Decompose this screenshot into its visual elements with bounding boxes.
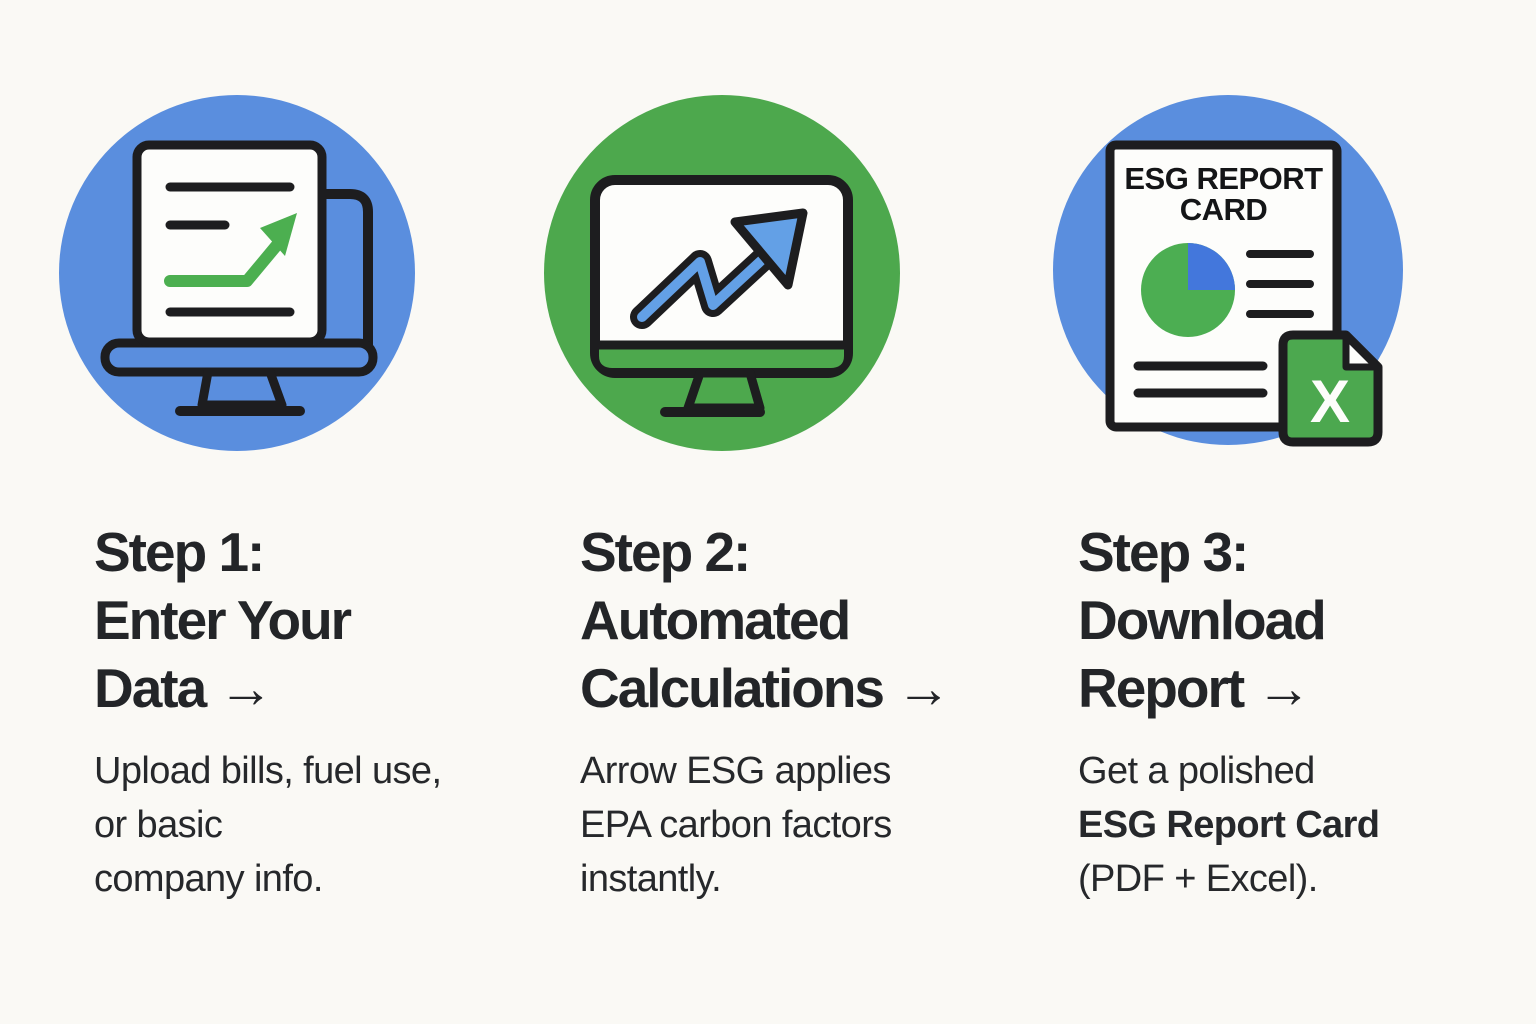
step2-heading-line2: Automated <box>580 589 851 651</box>
step2-heading-line3: Calculations → <box>580 657 951 719</box>
laptop-document-growth-chart-icon <box>59 95 415 451</box>
monitor-bottom-strip <box>599 348 844 368</box>
step2-description: Arrow ESG applies EPA carbon factors ins… <box>580 744 892 906</box>
report-card-title-line1: ESG REPORT <box>1124 161 1323 196</box>
step3-heading-line2: Download <box>1078 589 1327 651</box>
excel-folded-corner <box>1342 332 1381 371</box>
step2-heading: Step 2: Automated Calculations → <box>580 518 951 722</box>
report-card-title-line2: CARD <box>1179 192 1268 227</box>
monitor-stand <box>197 367 287 410</box>
step3-desc-line2: ESG Report Card <box>1078 804 1380 846</box>
monitor-stand <box>683 368 765 413</box>
report-card-title: ESG REPORT CARD <box>1110 163 1337 225</box>
step2-heading-line1: Step 2: <box>580 521 751 583</box>
growth-line <box>164 239 283 287</box>
step1-heading: Step 1: Enter Your Data → <box>94 518 352 722</box>
step3-heading-line1: Step 3: <box>1078 521 1249 583</box>
growth-arrowhead-icon <box>260 213 297 256</box>
pie-chart-wedge <box>1188 243 1235 290</box>
document-sheet <box>132 140 327 347</box>
excel-letter-x: X <box>1309 368 1351 435</box>
step3-description: Get a polished ESG Report Card (PDF + Ex… <box>1078 744 1380 906</box>
zigzag-arrowhead-icon <box>730 208 808 290</box>
step1-heading-line3: Data → <box>94 657 274 719</box>
step2-desc-line1: Arrow ESG applies <box>580 750 891 792</box>
esg-report-card-document-icon <box>1053 95 1403 447</box>
monitor-outline <box>247 189 373 345</box>
step3-heading: Step 3: Download Report → <box>1078 518 1327 722</box>
step1-heading-line2: Enter Your <box>94 589 352 651</box>
step3-heading-line3: Report → <box>1078 657 1311 719</box>
step1-desc-line2: or basic <box>94 804 223 846</box>
step2-desc-line2: EPA carbon factors <box>580 804 892 846</box>
monitor-trending-up-arrow-icon <box>544 95 900 451</box>
step1-heading-line1: Step 1: <box>94 521 265 583</box>
step1-description: Upload bills, fuel use, or basic company… <box>94 744 442 906</box>
step3-desc-line3: (PDF + Excel). <box>1078 858 1318 900</box>
step1-desc-line3: company info. <box>94 858 323 900</box>
step1-desc-line1: Upload bills, fuel use, <box>94 750 442 792</box>
zigzag-arrow-line <box>637 253 769 322</box>
step3-desc-line1: Get a polished <box>1078 750 1315 792</box>
step2-desc-line3: instantly. <box>580 858 722 900</box>
